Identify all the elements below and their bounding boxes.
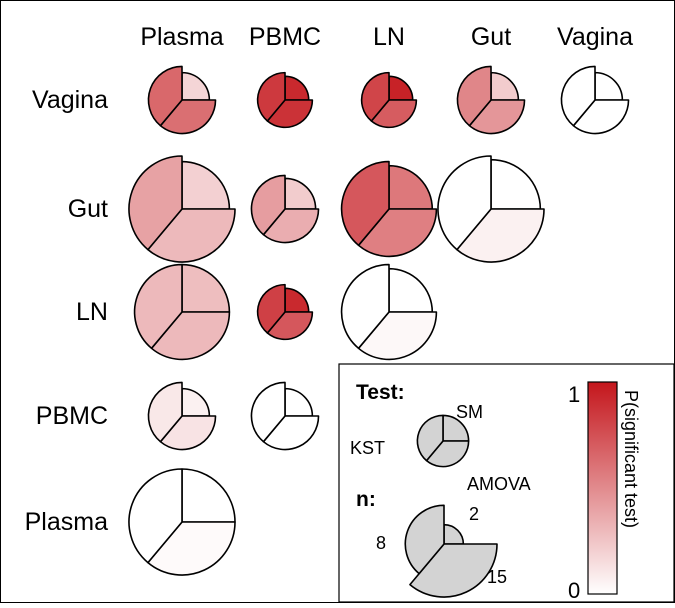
cell-gut-plasma-sm-wedge (181, 160, 231, 210)
legend-box: Test: SM KST AMOVA n: 2 8 15 1 0 P(signi… (338, 363, 675, 603)
cell-gut-plasma-kst-wedge (128, 155, 183, 251)
colorbar-min-label: 0 (568, 578, 580, 603)
cell-vagina-vagina (560, 65, 630, 135)
column-label-vagina: Vagina (557, 23, 633, 51)
legend-n-label-15: 15 (487, 567, 507, 587)
cell-ln-ln-sm-wedge (388, 267, 434, 313)
cell-plasma-plasma-amova-wedge (147, 521, 236, 576)
cell-gut-pbmc-kst-wedge (250, 174, 286, 236)
cell-vagina-pbmc (256, 71, 314, 129)
legend-test-sm-wedge (442, 414, 470, 442)
row-label-ln: LN (76, 298, 108, 326)
legend-n-kst-wedge (404, 504, 445, 575)
legend-kst-label: KST (350, 438, 385, 458)
cell-plasma-plasma-sm-wedge (181, 468, 236, 523)
cell-vagina-plasma-kst-wedge (147, 65, 183, 127)
cell-plasma-plasma-kst-wedge (128, 468, 183, 564)
cell-ln-plasma-sm-wedge (181, 263, 231, 313)
cell-gut-gut (437, 155, 545, 263)
cell-ln-ln-kst-wedge (340, 263, 390, 350)
cell-ln-plasma-amova-wedge (150, 311, 231, 361)
cell-ln-pbmc-sm-wedge (284, 287, 310, 313)
cell-pbmc-pbmc-kst-wedge (250, 381, 286, 443)
cell-gut-ln (340, 160, 438, 258)
cell-gut-ln-sm-wedge (388, 164, 434, 210)
cell-vagina-vagina-amova-wedge (572, 99, 630, 135)
cell-vagina-gut-kst-wedge (456, 65, 492, 127)
cell-ln-plasma-kst-wedge (133, 263, 183, 350)
legend-test-kst-wedge (416, 414, 444, 462)
legend-n-glyph (404, 504, 498, 598)
colorbar-title: P(significant test) (621, 390, 641, 528)
cell-ln-plasma (133, 263, 231, 361)
cell-gut-gut-sm-wedge (490, 158, 542, 210)
cell-gut-gut-amova-wedge (456, 208, 545, 263)
cell-vagina-ln-amova-wedge (370, 99, 418, 129)
legend-amova-label: AMOVA (467, 474, 531, 494)
cell-vagina-gut (456, 65, 526, 135)
cell-ln-ln-amova-wedge (357, 311, 438, 361)
cell-vagina-pbmc-kst-wedge (256, 71, 286, 122)
colorbar-max-label: 1 (568, 382, 580, 407)
cell-vagina-gut-amova-wedge (468, 99, 526, 135)
cell-vagina-plasma-amova-wedge (159, 99, 217, 135)
cell-vagina-ln (360, 71, 418, 129)
legend-n-label-8: 8 (376, 533, 386, 553)
cell-pbmc-plasma-sm-wedge (181, 387, 211, 417)
cell-vagina-gut-sm-wedge (490, 71, 520, 101)
row-label-vagina: Vagina (32, 86, 108, 114)
legend-test-title: Test: (356, 381, 405, 404)
cell-vagina-pbmc-amova-wedge (266, 99, 314, 129)
cell-gut-gut-kst-wedge (437, 155, 492, 251)
cell-pbmc-pbmc-sm-wedge (284, 387, 314, 417)
legend-test-glyph (416, 414, 470, 468)
cell-ln-pbmc-amova-wedge (266, 311, 314, 341)
cell-ln-pbmc (256, 283, 314, 341)
column-label-pbmc: PBMC (249, 23, 321, 51)
legend-n-label-2: 2 (469, 504, 479, 524)
cell-pbmc-plasma-amova-wedge (159, 415, 217, 451)
cell-vagina-vagina-kst-wedge (560, 65, 596, 127)
cell-gut-pbmc (250, 174, 320, 244)
row-label-pbmc: PBMC (36, 402, 108, 430)
row-label-gut: Gut (68, 195, 108, 223)
column-label-ln: LN (373, 23, 405, 51)
colorbar (587, 381, 618, 595)
legend-n-amova-wedge (409, 543, 498, 598)
cell-vagina-plasma-sm-wedge (181, 71, 211, 101)
cell-pbmc-plasma-kst-wedge (147, 381, 183, 443)
cell-gut-ln-amova-wedge (357, 208, 438, 258)
legend-test-amova-wedge (425, 440, 470, 468)
row-label-plasma: Plasma (25, 508, 108, 536)
cell-gut-plasma (128, 155, 236, 263)
column-label-plasma: Plasma (140, 23, 223, 51)
cell-pbmc-plasma (147, 381, 217, 451)
column-labels: Plasma PBMC LN Gut Vagina (140, 23, 633, 51)
cell-ln-pbmc-kst-wedge (256, 283, 286, 334)
cell-gut-ln-kst-wedge (340, 160, 390, 247)
cell-pbmc-pbmc-amova-wedge (262, 415, 320, 451)
cell-vagina-vagina-sm-wedge (594, 71, 624, 101)
cell-vagina-ln-sm-wedge (388, 75, 414, 101)
cell-ln-ln (340, 263, 438, 361)
cell-vagina-pbmc-sm-wedge (284, 75, 310, 101)
matrix-cells (128, 65, 630, 576)
legend-n-title: n: (356, 488, 376, 511)
cell-vagina-ln-kst-wedge (360, 71, 390, 122)
cell-gut-pbmc-sm-wedge (284, 177, 317, 210)
legend-border (338, 363, 675, 603)
cell-gut-pbmc-amova-wedge (262, 208, 320, 244)
cell-pbmc-pbmc (250, 381, 320, 451)
cell-plasma-plasma (128, 468, 236, 576)
column-label-gut: Gut (471, 23, 511, 51)
cell-gut-plasma-amova-wedge (147, 208, 236, 263)
legend-sm-label: SM (456, 402, 483, 422)
cell-vagina-plasma (147, 65, 217, 135)
